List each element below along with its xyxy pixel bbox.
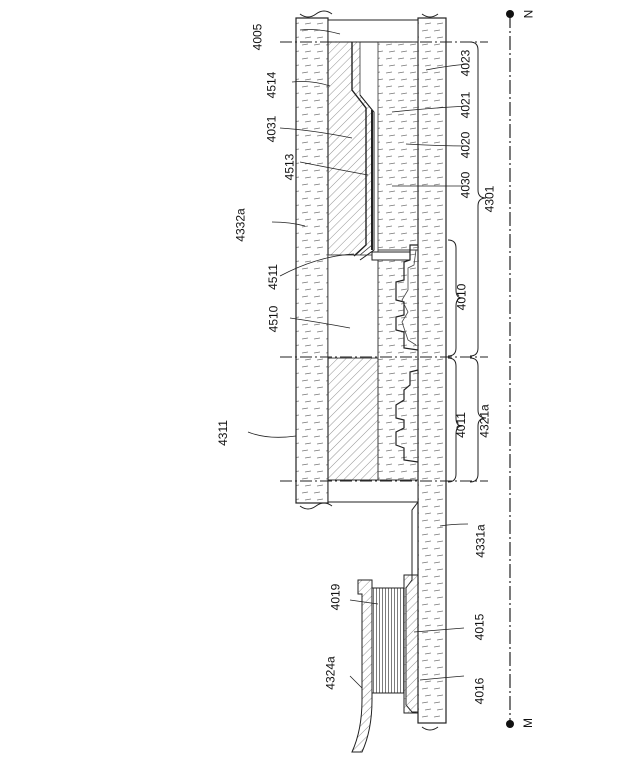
label-point-m: M — [521, 718, 535, 728]
label-4016: 4016 — [472, 678, 486, 705]
label-4324a: 4324a — [324, 656, 338, 689]
label-4031: 4031 — [264, 116, 278, 143]
label-4301: 4301 — [482, 186, 496, 213]
label-4011: 4011 — [454, 412, 468, 438]
label-4015: 4015 — [472, 614, 486, 641]
label-4514: 4514 — [264, 72, 278, 99]
point-m — [506, 720, 514, 728]
sealant-bottom — [328, 480, 418, 502]
label-4030: 4030 — [458, 172, 472, 199]
substrate-4332a — [296, 18, 328, 503]
label-4332a: 4332a — [234, 208, 248, 241]
label-4021: 4021 — [458, 92, 472, 119]
point-n — [506, 10, 514, 18]
label-4513: 4513 — [282, 154, 296, 181]
label-4510: 4510 — [266, 306, 280, 333]
break-mark-right-top — [422, 14, 438, 17]
wiring-stub — [372, 252, 410, 260]
label-4311: 4311 — [216, 420, 230, 446]
space-4510 — [328, 255, 378, 358]
label-4023: 4023 — [458, 50, 472, 77]
filler-lower — [328, 358, 378, 480]
terminal-electrode-4015 — [404, 575, 418, 713]
substrate-4331a — [418, 18, 446, 723]
label-4005: 4005 — [250, 24, 264, 51]
fpc-4324a — [352, 580, 372, 752]
sealant-top — [328, 20, 418, 42]
label-4010: 4010 — [454, 284, 468, 311]
label-4331a: 4331a — [474, 524, 488, 557]
label-point-n: N — [521, 10, 535, 19]
label-4511: 4511 — [266, 264, 280, 290]
label-4020: 4020 — [458, 132, 472, 159]
break-mark-bottom — [300, 503, 332, 509]
break-mark-right-bottom — [422, 727, 438, 730]
layer-4021 — [378, 42, 418, 250]
label-4321a: 4321a — [478, 404, 492, 437]
break-mark-top — [300, 11, 332, 17]
label-4019: 4019 — [328, 584, 342, 611]
